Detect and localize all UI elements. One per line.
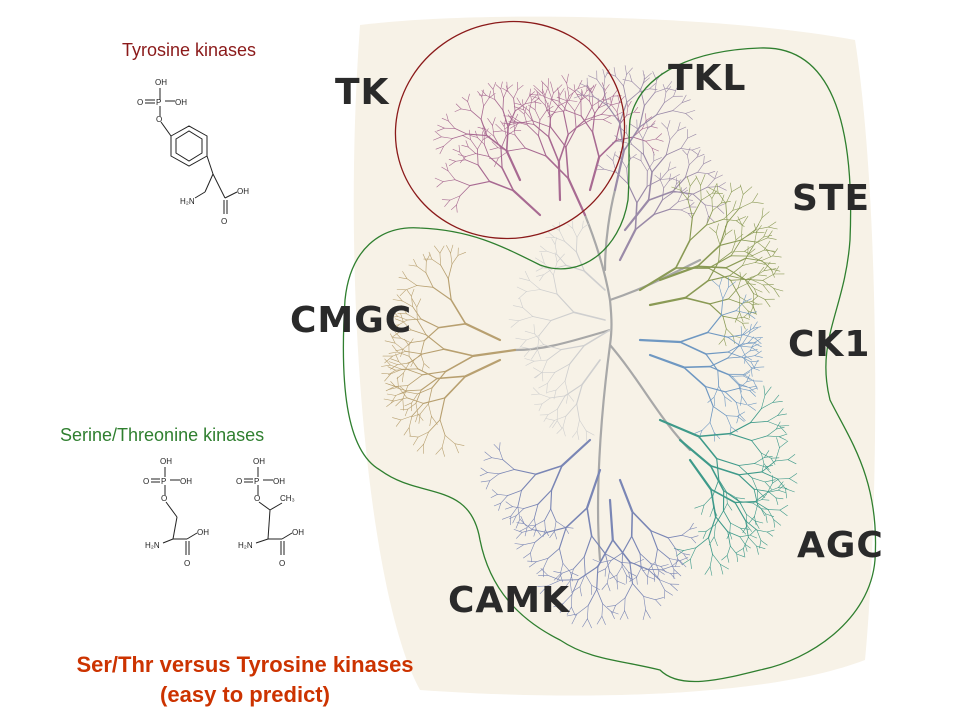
slide-title-line-2: (easy to predict) <box>160 682 330 707</box>
ser-p: P <box>161 477 166 486</box>
clade-camk-branches <box>479 438 699 629</box>
ser-o-link: O <box>161 494 167 503</box>
serine-threonine-kinases-label: Serine/Threonine kinases <box>60 425 265 445</box>
slide-title-line-1: Ser/Thr versus Tyrosine kinases <box>76 652 414 677</box>
clade-tk-branches <box>433 73 664 217</box>
ser-o-acid: O <box>184 559 190 568</box>
ser-o-left: O <box>143 477 149 486</box>
tyr-oh-right: OH <box>175 98 187 107</box>
clade-ck1-branches <box>638 277 765 442</box>
serine-structure: OH O P OH O H₂N OH O <box>143 457 209 568</box>
thr-o-acid: O <box>279 559 285 568</box>
tyr-h2n: H₂N <box>180 197 195 206</box>
thr-oh-acid: OH <box>292 528 304 537</box>
thr-o-left: O <box>236 477 242 486</box>
serine-threonine-group-outline <box>342 47 877 683</box>
group-label-ck1: CK1 <box>788 324 871 365</box>
clade-cmgc-branches <box>380 244 517 457</box>
thr-ch3: CH₃ <box>280 494 295 503</box>
ser-oh-top: OH <box>160 457 172 466</box>
tyr-oh-acid: OH <box>237 187 249 196</box>
tyrosine-kinases-label: Tyrosine kinases <box>122 40 257 60</box>
thr-o-link: O <box>254 494 260 503</box>
group-label-tk: TK <box>335 72 390 113</box>
group-label-agc: AGC <box>797 525 884 566</box>
tyr-p: P <box>156 98 161 107</box>
tyr-o-link: O <box>156 115 162 124</box>
unclassified-branches <box>508 220 611 442</box>
group-label-tkl: TKL <box>668 58 747 99</box>
thr-oh-top: OH <box>253 457 265 466</box>
tyrosine-kinase-group-outline <box>394 20 626 240</box>
tree-background <box>353 16 876 696</box>
clade-agc-branches <box>658 385 798 576</box>
ser-h2n: H₂N <box>145 541 160 550</box>
tyr-o-left: O <box>137 98 143 107</box>
thr-oh-right: OH <box>273 477 285 486</box>
group-label-camk: CAMK <box>448 580 571 621</box>
ser-oh-right: OH <box>180 477 192 486</box>
tyr-o-acid: O <box>221 217 227 226</box>
group-label-cmgc: CMGC <box>290 300 413 341</box>
tyr-oh-top: OH <box>155 78 167 87</box>
tyrosine-structure: OH O P OH O H₂N OH O <box>137 78 249 226</box>
clade-ste-branches <box>638 174 785 347</box>
threonine-structure: OH O P OH O CH₃ H₂N OH O <box>236 457 304 568</box>
ser-oh-acid: OH <box>197 528 209 537</box>
group-label-ste: STE <box>792 178 871 219</box>
thr-h2n: H₂N <box>238 541 253 550</box>
thr-p: P <box>254 477 259 486</box>
